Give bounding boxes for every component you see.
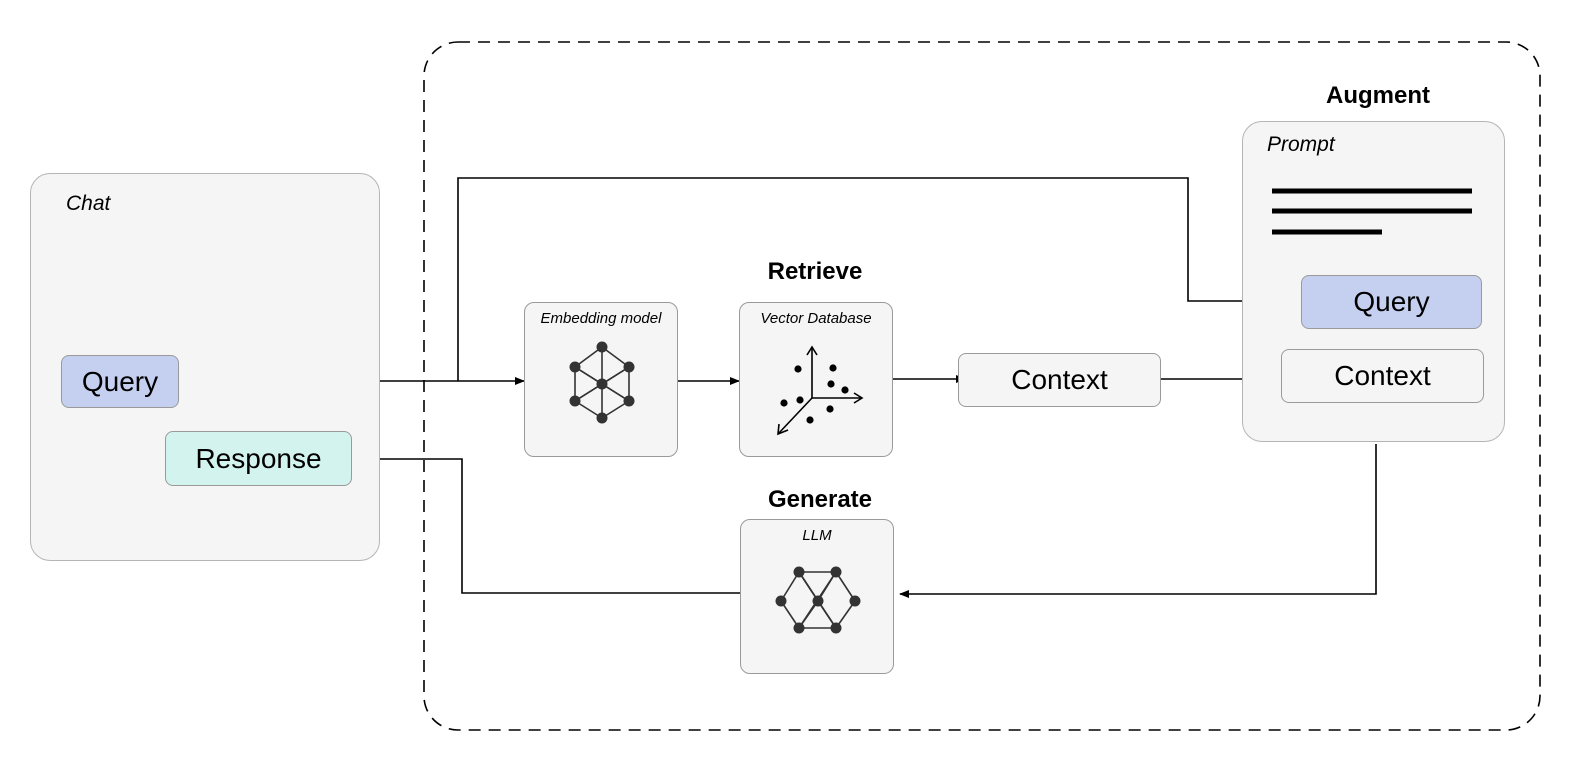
chat-label: Chat bbox=[66, 192, 111, 215]
prompt-context-box: Context bbox=[1281, 349, 1484, 403]
llm-card: LLM bbox=[740, 519, 894, 674]
arrow-llm-to-response bbox=[353, 455, 740, 594]
embedding-model-label: Embedding model bbox=[540, 310, 662, 327]
vector-database-card: Vector Database bbox=[739, 302, 893, 457]
vector-database-label: Vector Database bbox=[760, 310, 872, 327]
vector-scatter-icon bbox=[777, 345, 864, 436]
llm-label: LLM bbox=[802, 527, 832, 544]
retrieved-context-box: Context bbox=[958, 353, 1161, 407]
arrow-augment-to-llm bbox=[899, 444, 1377, 598]
rag-boundary bbox=[423, 41, 1541, 731]
retrieve-heading: Retrieve bbox=[767, 258, 863, 285]
text-lines-icon bbox=[1272, 188, 1472, 235]
neural-network-icon bbox=[569, 341, 635, 424]
chat-response-box: Response bbox=[165, 431, 352, 486]
augment-heading: Augment bbox=[1326, 82, 1430, 109]
embedding-model-card: Embedding model bbox=[524, 302, 678, 457]
prompt-query-box: Query bbox=[1301, 275, 1482, 329]
chat-query-box: Query bbox=[61, 355, 179, 408]
arrow-query-to-prompt-query bbox=[457, 177, 1301, 381]
generate-heading: Generate bbox=[767, 486, 873, 513]
neural-network-icon bbox=[775, 566, 861, 634]
prompt-label: Prompt bbox=[1267, 133, 1335, 156]
